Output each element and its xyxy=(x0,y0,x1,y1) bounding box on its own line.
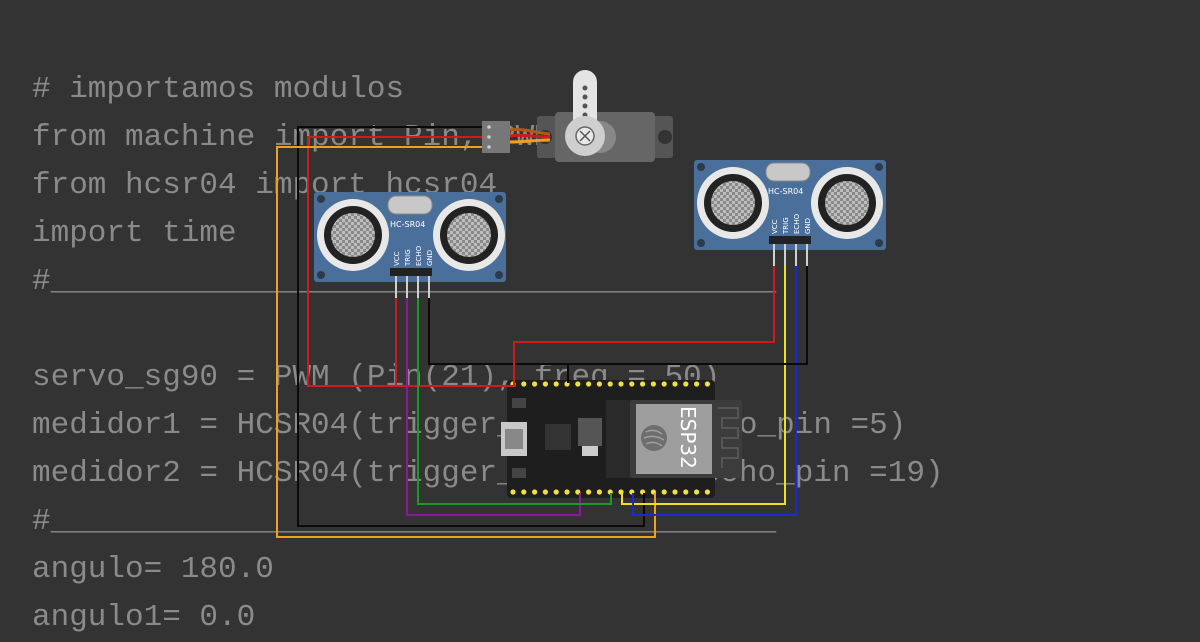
esp32-pin[interactable] xyxy=(661,489,667,495)
esp32-pin[interactable] xyxy=(629,381,635,387)
esp32-pin[interactable] xyxy=(640,381,646,387)
sensor1-label: HC-SR04 xyxy=(390,220,425,229)
esp32-pin[interactable] xyxy=(704,489,711,495)
sensor2-pin-vcc: VCC xyxy=(771,219,779,234)
esp32-pin[interactable] xyxy=(553,489,559,495)
esp32-pin[interactable] xyxy=(510,489,516,495)
code-line: # importamos modulos xyxy=(32,72,405,107)
esp32-pin[interactable] xyxy=(532,381,538,387)
sensor1-pin-gnd: GND xyxy=(426,250,434,266)
esp32-pin[interactable] xyxy=(532,489,538,495)
esp32-pin[interactable] xyxy=(704,381,711,387)
sensor2-pin-echo: ECHO xyxy=(793,213,801,234)
wire-yellow xyxy=(621,266,786,505)
esp32-pin[interactable] xyxy=(596,489,603,495)
esp32-pin[interactable] xyxy=(586,489,592,495)
esp32-pin[interactable] xyxy=(542,381,549,387)
wires xyxy=(276,126,808,538)
esp32-pin[interactable] xyxy=(672,489,678,495)
wire-black xyxy=(428,298,569,383)
code-line: #_______________________________________ xyxy=(32,504,777,539)
wire-orange xyxy=(276,146,656,538)
esp32-pin[interactable] xyxy=(596,381,603,387)
esp32-pin[interactable] xyxy=(607,381,613,387)
esp32-pin[interactable] xyxy=(564,489,570,495)
sensor2-pin-trig: TRIG xyxy=(782,217,790,235)
wire-red xyxy=(513,266,775,386)
ultrasonic-sensor-1[interactable]: HC-SR04 VCC TRIG ECHO GND xyxy=(314,192,506,298)
code-line: angulo= 180.0 xyxy=(32,552,274,587)
wire-blue xyxy=(632,266,797,516)
esp32-pin[interactable] xyxy=(575,381,581,387)
esp32-board[interactable]: ESP32 xyxy=(501,380,742,498)
esp32-pin[interactable] xyxy=(553,381,559,387)
sensor1-pin-echo: ECHO xyxy=(415,245,423,266)
esp32-pin[interactable] xyxy=(694,381,700,387)
sensor2-pin-gnd: GND xyxy=(804,218,812,234)
wire-green xyxy=(417,298,612,505)
servo-motor[interactable] xyxy=(482,70,673,162)
esp32-pin[interactable] xyxy=(618,381,624,387)
code-line: angulo1= 0.0 xyxy=(32,600,256,635)
esp32-pin[interactable] xyxy=(683,489,689,495)
sensor1-pin-vcc: VCC xyxy=(393,251,401,266)
esp32-pin[interactable] xyxy=(650,381,657,387)
sensor2-label: HC-SR04 xyxy=(768,187,803,196)
esp32-pin[interactable] xyxy=(521,381,527,387)
sensor1-pin-trig: TRIG xyxy=(404,249,412,267)
code-line: import time xyxy=(32,216,237,251)
esp32-pin[interactable] xyxy=(694,489,700,495)
esp32-label: ESP32 xyxy=(676,406,700,469)
wire-red xyxy=(307,136,516,387)
esp32-pin[interactable] xyxy=(542,489,549,495)
wire-black xyxy=(568,266,808,365)
esp32-pin[interactable] xyxy=(661,381,667,387)
ultrasonic-sensor-2[interactable]: HC-SR04 VCC TRIG ECHO GND xyxy=(694,160,886,266)
esp32-pin[interactable] xyxy=(521,489,527,495)
esp32-pin[interactable] xyxy=(683,381,689,387)
esp32-pin[interactable] xyxy=(672,381,678,387)
esp32-pin[interactable] xyxy=(586,381,592,387)
